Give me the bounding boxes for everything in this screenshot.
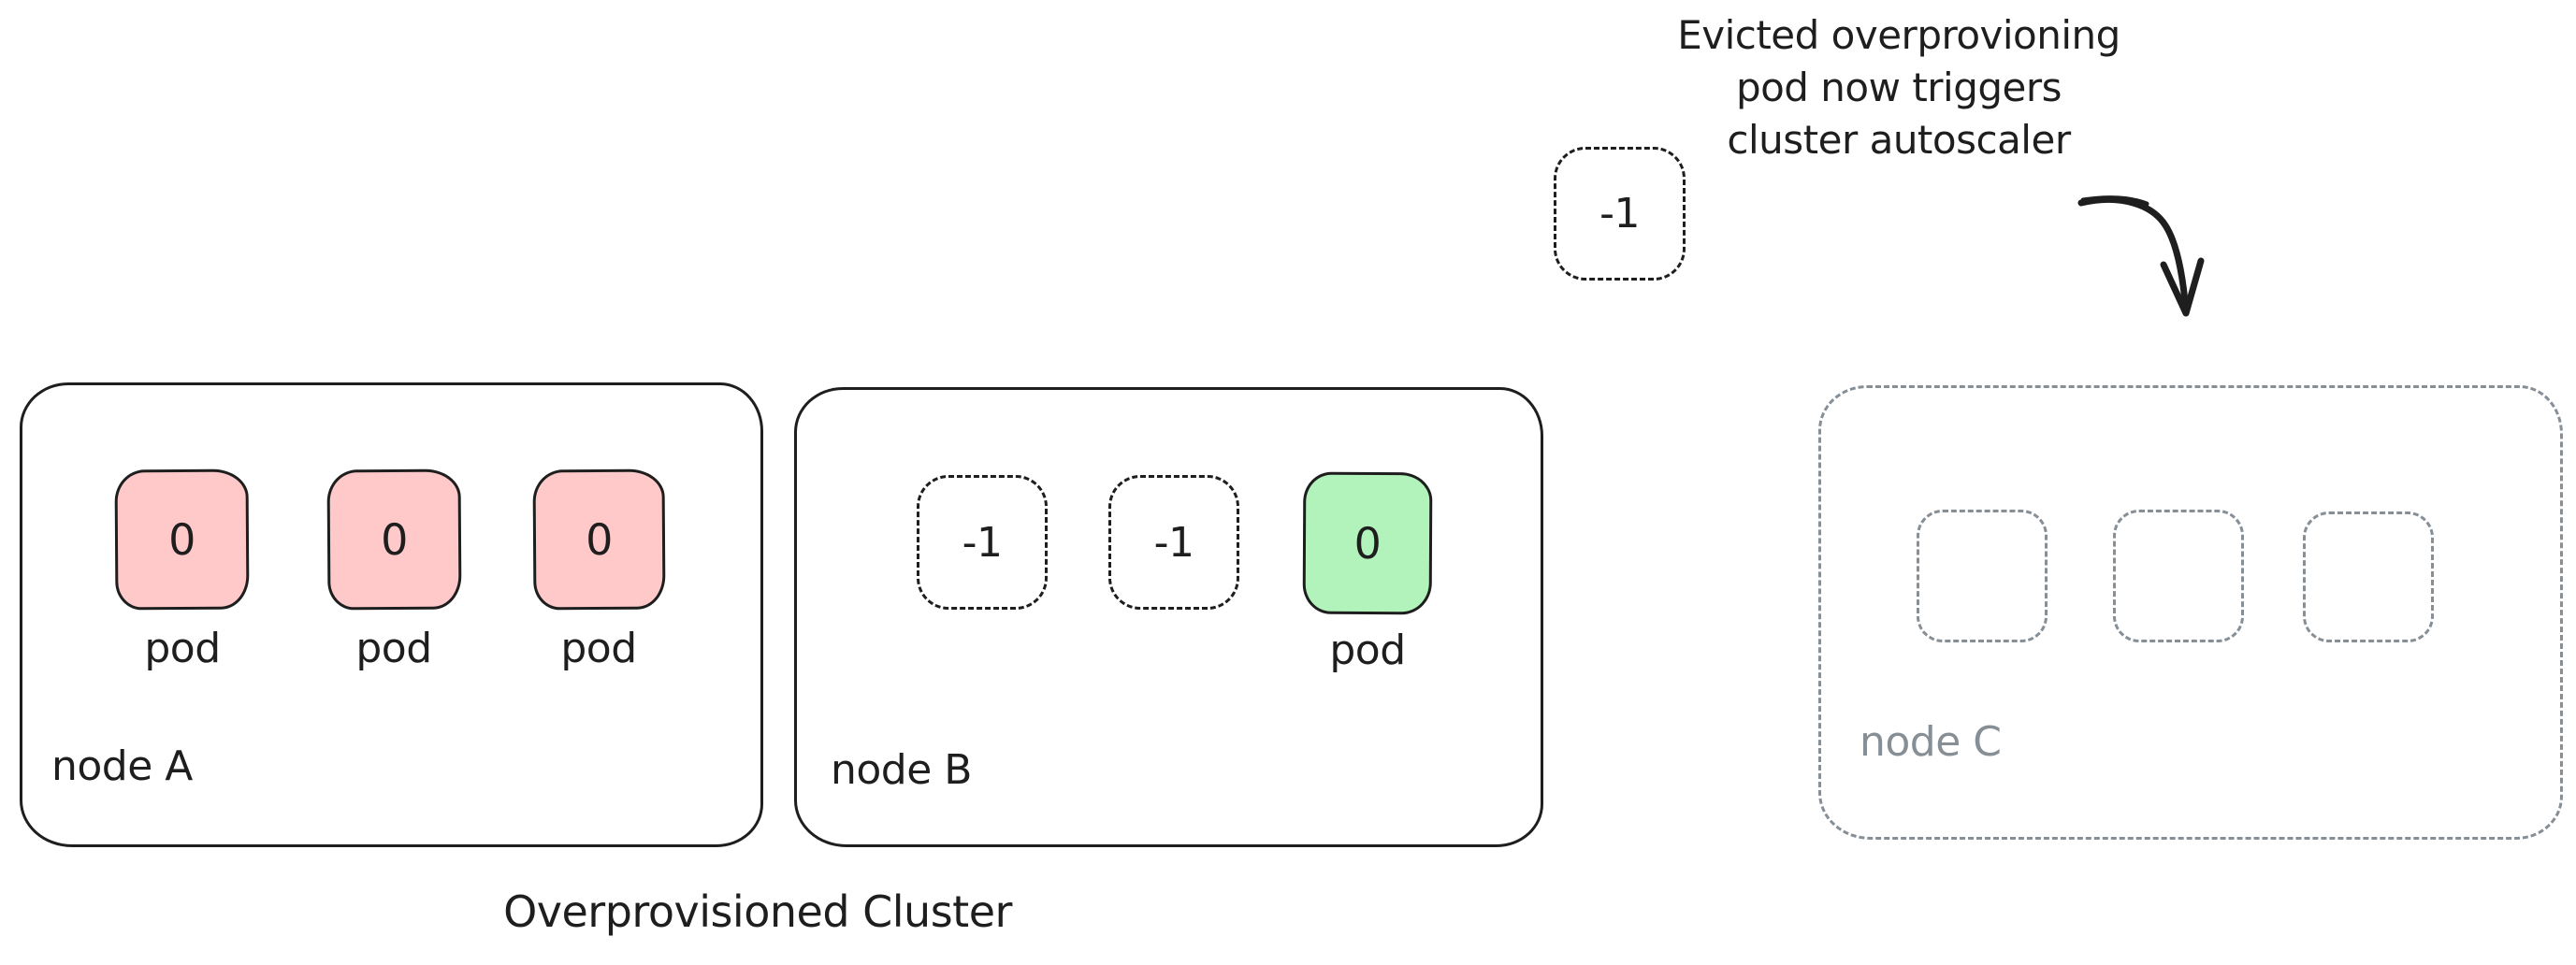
- node-c-box: [1818, 385, 2563, 840]
- pod-value: -1: [1153, 518, 1194, 567]
- node-c-pod-2: [2113, 510, 2244, 642]
- pod-value: 0: [1353, 517, 1382, 569]
- node-a-pod-3-caption: pod: [560, 625, 637, 672]
- annotation-line-3: cluster autoscaler: [1727, 117, 2071, 163]
- pod-value: 0: [585, 513, 614, 566]
- node-b-pod-3-caption: pod: [1329, 627, 1406, 674]
- evicted-pod-box: -1: [1554, 147, 1686, 281]
- node-b-box: [794, 387, 1543, 847]
- annotation-line-1: Evicted overprovioning: [1677, 12, 2120, 58]
- node-b-pod-2: -1: [1108, 475, 1239, 610]
- autoscaler-arrow: [2077, 195, 2205, 317]
- node-a-label: node A: [51, 742, 193, 790]
- evicted-pod-value: -1: [1599, 190, 1640, 238]
- node-a-pod-1-caption: pod: [144, 625, 221, 672]
- pod-value: 0: [167, 513, 196, 566]
- node-a-pod-3: 0: [532, 468, 666, 611]
- node-a-pod-1: 0: [114, 468, 250, 611]
- autoscaler-annotation: Evicted overprovioning pod now triggers …: [1637, 9, 2161, 166]
- node-b-label: node B: [831, 746, 972, 794]
- node-c-label: node C: [1860, 718, 2002, 766]
- pod-value: -1: [962, 518, 1003, 567]
- node-a-pod-2: 0: [326, 468, 462, 611]
- node-a-pod-2-caption: pod: [355, 625, 432, 672]
- node-c-pod-3: [2303, 511, 2434, 642]
- cluster-caption: Overprovisioned Cluster: [503, 886, 1012, 937]
- arrowhead-icon: [2160, 257, 2205, 317]
- annotation-line-2: pod now triggers: [1735, 65, 2062, 110]
- node-b-pod-1: -1: [917, 475, 1048, 610]
- node-a-box: [20, 382, 763, 847]
- node-c-pod-1: [1917, 510, 2048, 642]
- node-b-pod-3: 0: [1302, 471, 1433, 615]
- pod-value: 0: [380, 513, 409, 566]
